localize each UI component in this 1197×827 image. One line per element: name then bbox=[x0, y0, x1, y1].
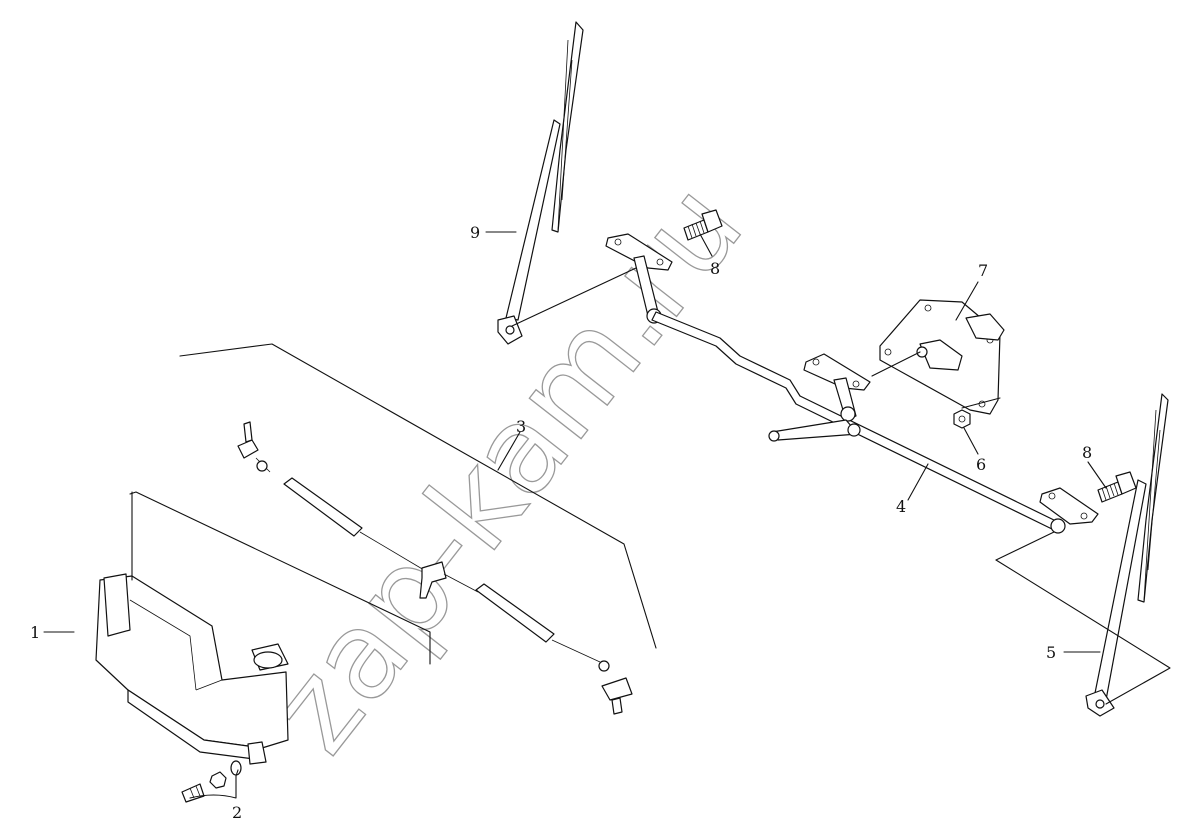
callout-3: 3 bbox=[516, 417, 526, 436]
right-arm-guide-line bbox=[995, 559, 1171, 705]
plate-hole bbox=[884, 348, 892, 356]
callout-4: 4 bbox=[896, 497, 906, 516]
fastener-washer bbox=[230, 760, 242, 776]
hose-segment bbox=[551, 639, 601, 663]
reservoir-mount-tab bbox=[247, 741, 267, 765]
bracket-hole bbox=[1048, 492, 1056, 500]
right-linkage-line bbox=[995, 531, 1055, 561]
bracket-hole bbox=[812, 358, 820, 366]
bracket-hole bbox=[852, 380, 860, 388]
plate-hole bbox=[924, 304, 932, 312]
callout-9: 9 bbox=[470, 223, 480, 242]
hose-segment bbox=[359, 531, 425, 571]
bolt-thread bbox=[1101, 482, 1119, 501]
crank-joint bbox=[847, 423, 861, 437]
crank-end bbox=[768, 430, 780, 442]
left-wiper-assembly bbox=[497, 21, 584, 345]
wiper-motor bbox=[879, 299, 1005, 415]
reservoir-filler-neck bbox=[253, 651, 283, 669]
callout-8-right: 8 bbox=[1082, 443, 1092, 462]
hose-sleeve bbox=[475, 583, 555, 643]
hose-fitting bbox=[598, 660, 610, 672]
fastener-bolt bbox=[181, 783, 205, 803]
motor-connector bbox=[965, 313, 1005, 341]
guide-line-upper bbox=[179, 343, 657, 649]
nut-hole bbox=[958, 415, 966, 423]
leader-lines bbox=[43, 231, 1171, 799]
bracket-hole bbox=[614, 238, 622, 246]
hose-tee bbox=[419, 561, 447, 599]
fastener-thread bbox=[189, 785, 201, 799]
hose-fitting bbox=[256, 460, 268, 472]
reservoir-bracket bbox=[103, 573, 131, 637]
left-nozzle bbox=[237, 439, 259, 459]
callout-6: 6 bbox=[976, 455, 986, 474]
callout-2: 2 bbox=[232, 803, 242, 822]
left-wiper-blade-detail bbox=[557, 39, 573, 231]
watermark-text: zap-kam.ru bbox=[243, 159, 770, 778]
motor-guide-line bbox=[871, 351, 921, 377]
leader-3 bbox=[497, 431, 521, 471]
left-wiper-pivot bbox=[505, 325, 515, 335]
right-pivot-joint bbox=[1050, 518, 1066, 534]
leader-6 bbox=[963, 427, 979, 455]
motor-shaft bbox=[916, 346, 928, 358]
right-wiper-arm bbox=[1093, 479, 1147, 701]
leader-8b bbox=[1087, 461, 1107, 489]
mount-bolt-left bbox=[683, 209, 723, 241]
bolt-head bbox=[701, 209, 723, 233]
leader-2 bbox=[235, 769, 239, 777]
right-nozzle-stem bbox=[611, 697, 623, 715]
nut-body bbox=[953, 409, 971, 429]
left-nozzle-stem bbox=[243, 421, 253, 443]
callout-5: 5 bbox=[1046, 643, 1056, 662]
bracket-hole bbox=[656, 258, 664, 266]
bolt-thread bbox=[687, 220, 705, 239]
left-wiper-arm bbox=[505, 119, 561, 321]
mount-nut bbox=[953, 409, 971, 429]
fastener-nut bbox=[209, 771, 227, 789]
left-mount-bracket bbox=[605, 233, 673, 271]
hose-sleeve bbox=[283, 477, 363, 537]
guide-line-reservoir bbox=[129, 491, 431, 665]
center-mount-bracket bbox=[803, 353, 871, 391]
callouts: 9 8 7 6 4 8 5 3 1 2 bbox=[30, 223, 1092, 822]
nut-guide-line bbox=[961, 397, 1001, 409]
leader-7 bbox=[955, 281, 979, 321]
right-wiper-pivot bbox=[1095, 699, 1105, 709]
wiper-linkage bbox=[605, 233, 1099, 534]
reservoir-fasteners bbox=[181, 760, 242, 803]
right-wiper-blade-detail bbox=[1143, 409, 1161, 601]
mount-bolt-right bbox=[1097, 471, 1137, 503]
washer-hose-assembly bbox=[237, 421, 633, 715]
hose-segment bbox=[443, 573, 479, 593]
leader-2-bracket bbox=[189, 775, 237, 799]
washer-reservoir bbox=[95, 573, 289, 765]
crank-arm bbox=[771, 419, 859, 441]
reservoir-body bbox=[95, 575, 289, 749]
left-arm-connector-line bbox=[511, 267, 637, 327]
reservoir-edge bbox=[129, 599, 223, 691]
callout-1: 1 bbox=[30, 623, 40, 642]
right-nozzle bbox=[601, 677, 633, 701]
callout-8-left: 8 bbox=[710, 259, 720, 278]
center-pivot-joint bbox=[840, 406, 856, 422]
motor-gearbox bbox=[919, 339, 963, 371]
right-wiper-assembly bbox=[1085, 393, 1169, 717]
bracket-hole bbox=[1080, 512, 1088, 520]
callout-7: 7 bbox=[978, 261, 988, 280]
right-wiper-blade bbox=[1137, 393, 1169, 603]
leader-8a bbox=[699, 233, 713, 257]
leader-4 bbox=[907, 463, 929, 501]
